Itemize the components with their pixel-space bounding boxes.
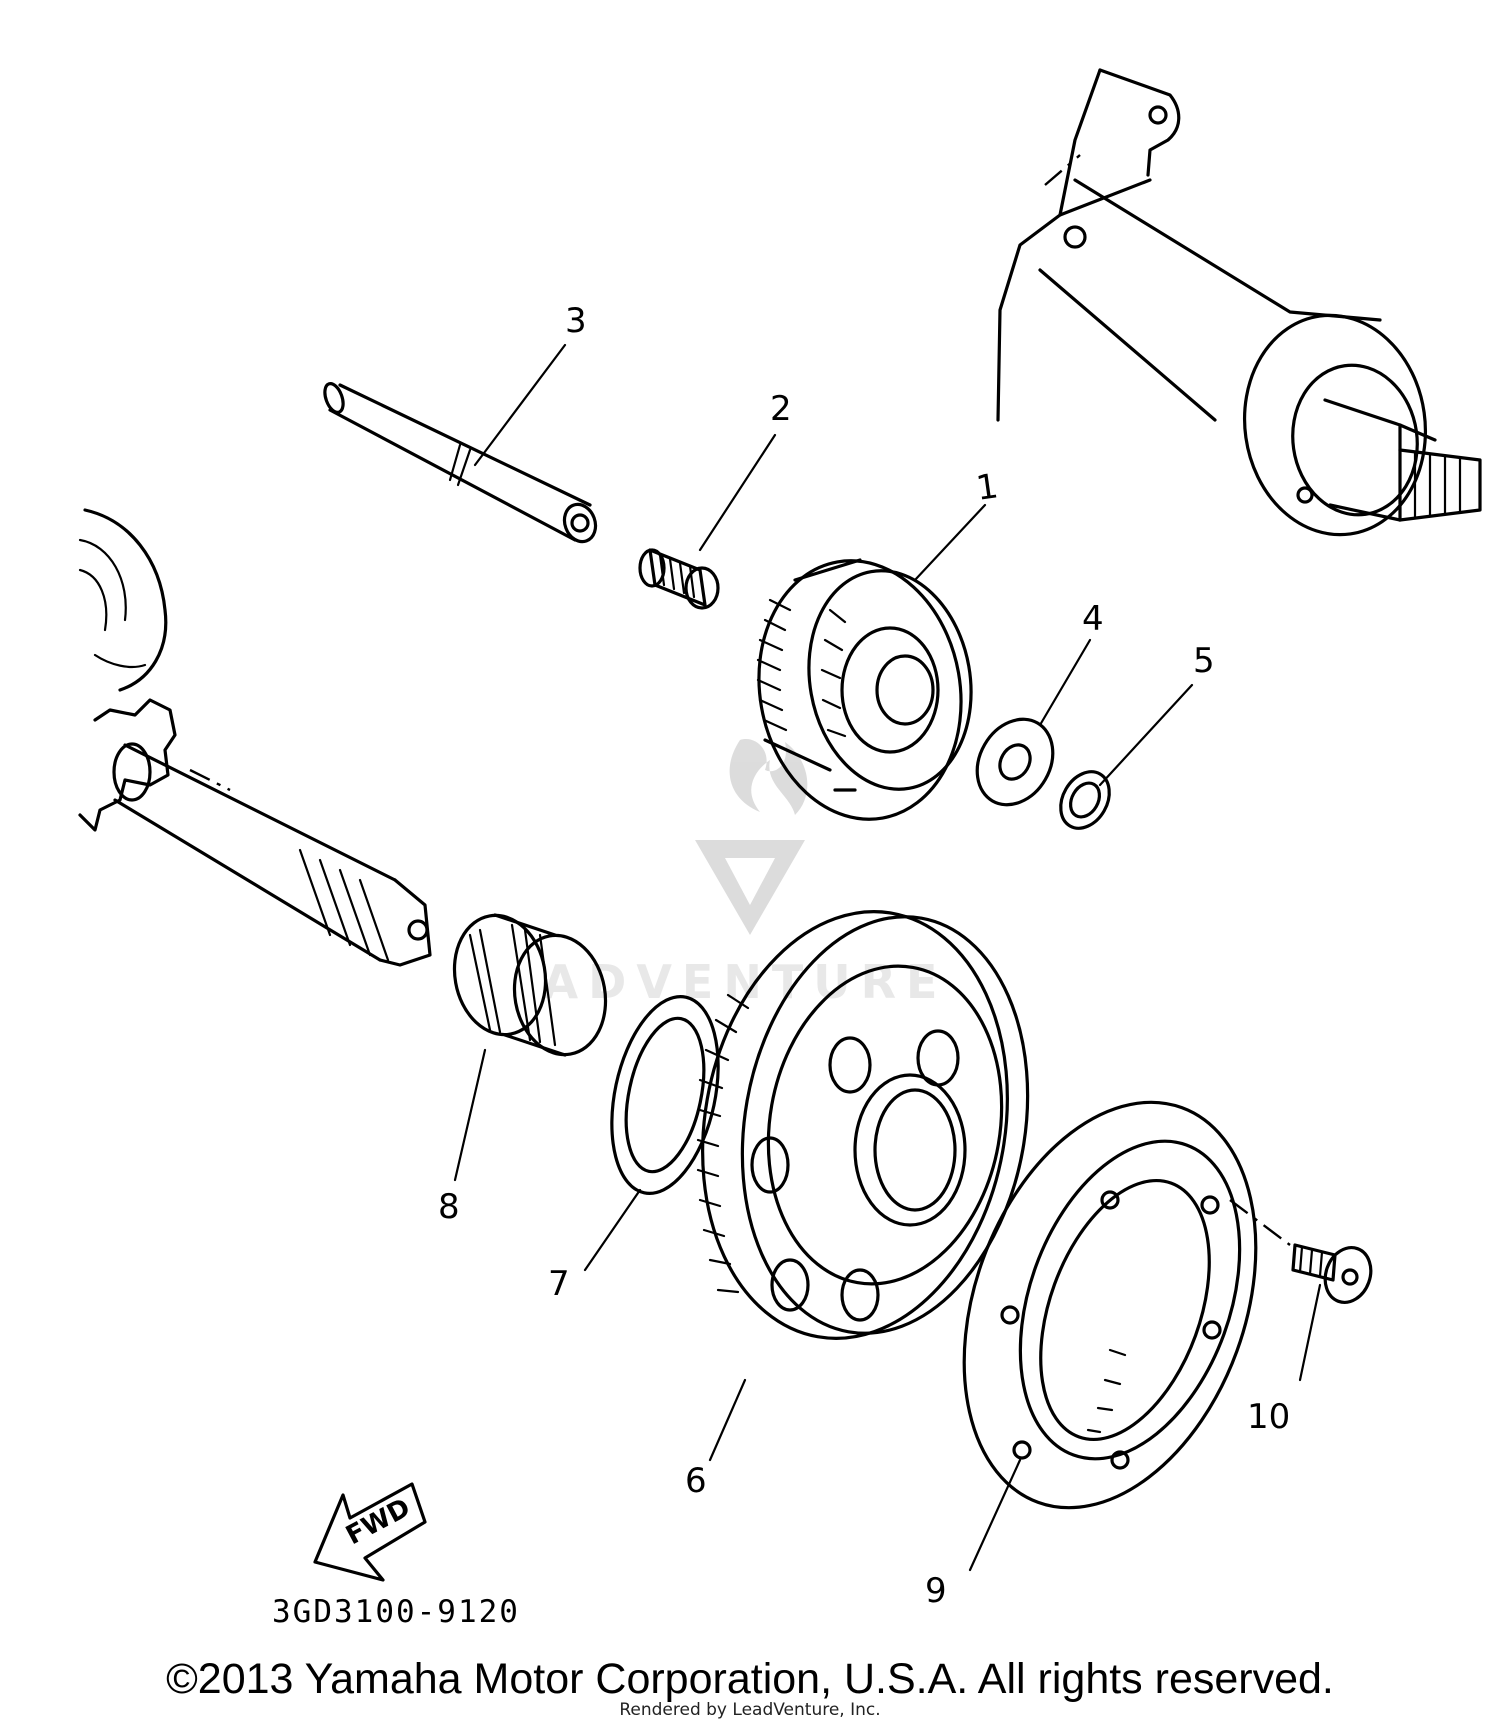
callout-1: 1 (974, 466, 1001, 509)
callout-7: 7 (548, 1264, 570, 1304)
callout-6: 6 (685, 1461, 707, 1501)
callout-labels: 1 2 3 4 5 6 7 8 9 10 (438, 301, 1290, 1611)
forward-arrow: FWD (313, 1482, 427, 1582)
callout-4: 4 (1082, 599, 1104, 639)
starter-motor (996, 68, 1482, 537)
part-10-screw (1229, 1199, 1373, 1304)
rendered-by-credit: Rendered by LeadVenture, Inc. (619, 1700, 881, 1720)
callout-8: 8 (438, 1187, 460, 1227)
callout-5: 5 (1193, 641, 1215, 681)
part-2-needle-bearing (638, 548, 720, 610)
part-5-circlip (1059, 770, 1111, 830)
diagram-part-code: 3GD3100-9120 (272, 1594, 520, 1630)
part-3-shaft (323, 382, 598, 544)
leader-lines (453, 343, 1322, 1572)
callout-2: 2 (770, 389, 792, 429)
part-1-idler-gear (756, 558, 973, 821)
crankshaft (78, 508, 432, 967)
watermark-logo: ADVENTURE (543, 739, 948, 1009)
part-6-wheel-gear (696, 910, 1030, 1340)
callout-10: 10 (1247, 1397, 1290, 1437)
part-8-needle-bearing (452, 913, 608, 1057)
callout-9: 9 (925, 1571, 947, 1611)
part-4-washer (975, 717, 1055, 807)
part-9-starter-clutch (962, 1100, 1258, 1510)
copyright-notice: ©2013 Yamaha Motor Corporation, U.S.A. A… (166, 1655, 1334, 1703)
watermark-text: ADVENTURE (543, 955, 948, 1009)
part-7-washer (610, 995, 720, 1195)
callout-3: 3 (565, 301, 587, 341)
